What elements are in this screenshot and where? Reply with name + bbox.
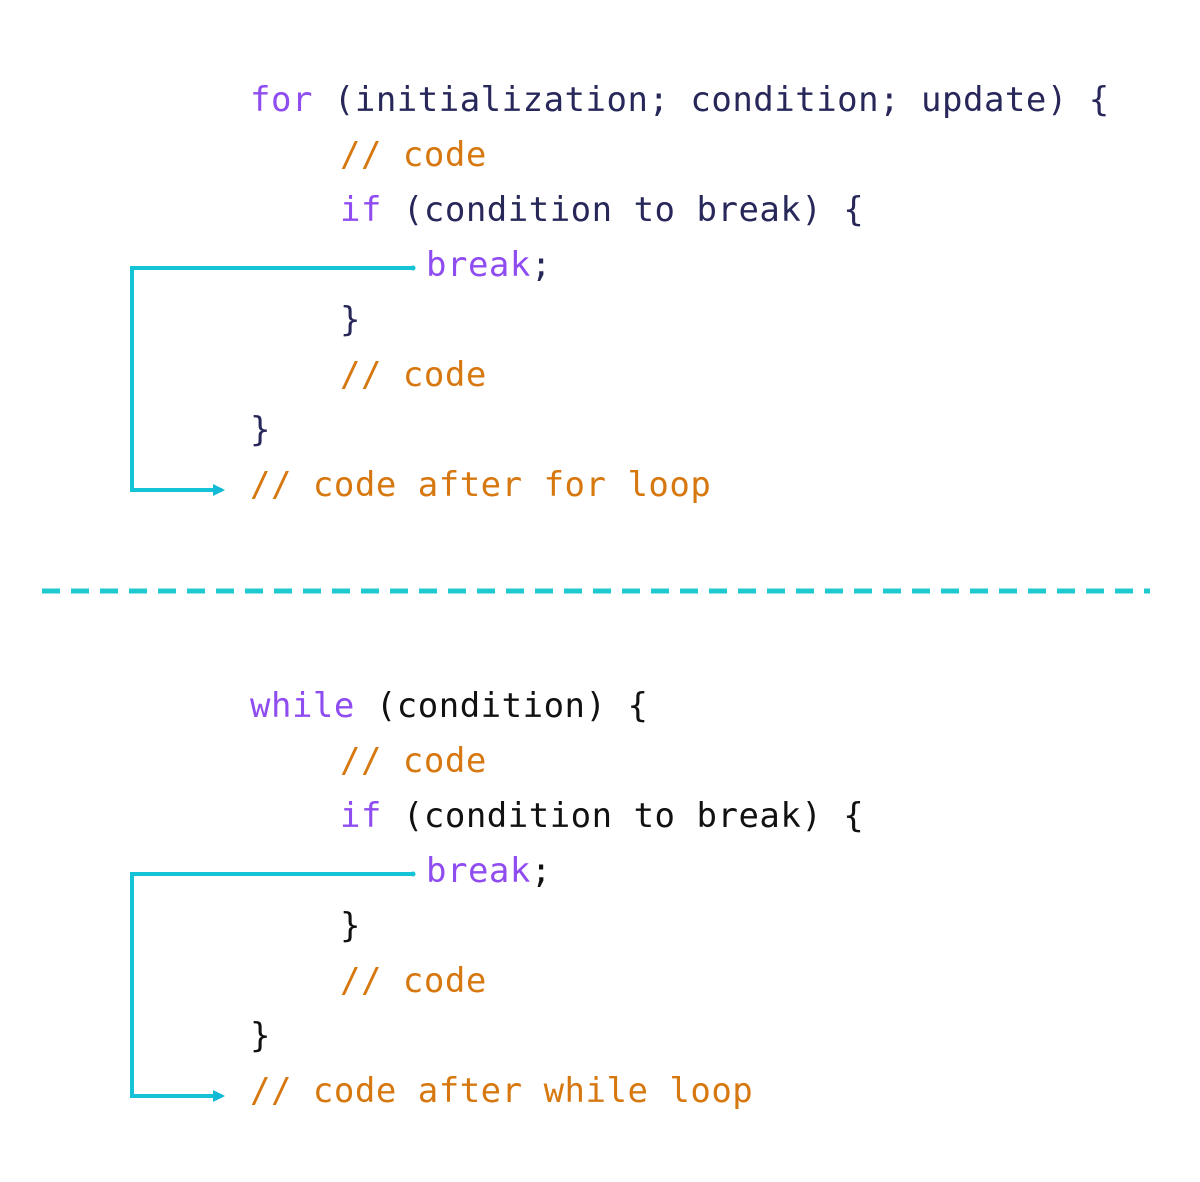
for-break-line: break; bbox=[426, 245, 552, 285]
for-break-arrow-start-dot bbox=[410, 265, 416, 271]
for-break-arrow bbox=[130, 266, 413, 496]
for-statement-line: for (initialization; condition; update) … bbox=[250, 80, 1110, 120]
for-header-text: (initialization; condition; update) { bbox=[312, 80, 1110, 120]
while-code-comment-2: // code bbox=[340, 961, 487, 1001]
while-break-arrow bbox=[130, 872, 413, 1102]
code-after-while-loop-comment: // code after while loop bbox=[250, 1071, 754, 1111]
for-code-comment-1: // code bbox=[340, 135, 487, 175]
if-condition-text: (condition to break) { bbox=[381, 190, 865, 230]
while-closing-brace: } bbox=[250, 1016, 271, 1056]
code-after-for-loop-comment: // code after for loop bbox=[250, 465, 712, 505]
if-condition-text: (condition to break) { bbox=[381, 796, 865, 836]
for-if-closing-brace: } bbox=[340, 300, 361, 340]
for-if-statement-line: if (condition to break) { bbox=[340, 190, 864, 230]
while-break-line: break; bbox=[426, 851, 552, 891]
if-keyword: if bbox=[340, 190, 382, 230]
for-keyword: for bbox=[250, 80, 313, 120]
while-if-statement-line: if (condition to break) { bbox=[340, 796, 864, 836]
break-semicolon: ; bbox=[530, 851, 552, 891]
while-statement-line: while (condition) { bbox=[250, 686, 648, 726]
while-break-arrow-start-dot bbox=[410, 871, 416, 877]
while-if-closing-brace: } bbox=[340, 906, 361, 946]
for-closing-brace: } bbox=[250, 410, 271, 450]
break-keyword: break bbox=[426, 245, 531, 285]
while-code-comment-1: // code bbox=[340, 741, 487, 781]
while-header-text: (condition) { bbox=[354, 686, 649, 726]
for-code-comment-2: // code bbox=[340, 355, 487, 395]
break-keyword: break bbox=[426, 851, 531, 891]
while-keyword: while bbox=[250, 686, 355, 726]
if-keyword: if bbox=[340, 796, 382, 836]
break-semicolon: ; bbox=[530, 245, 552, 285]
